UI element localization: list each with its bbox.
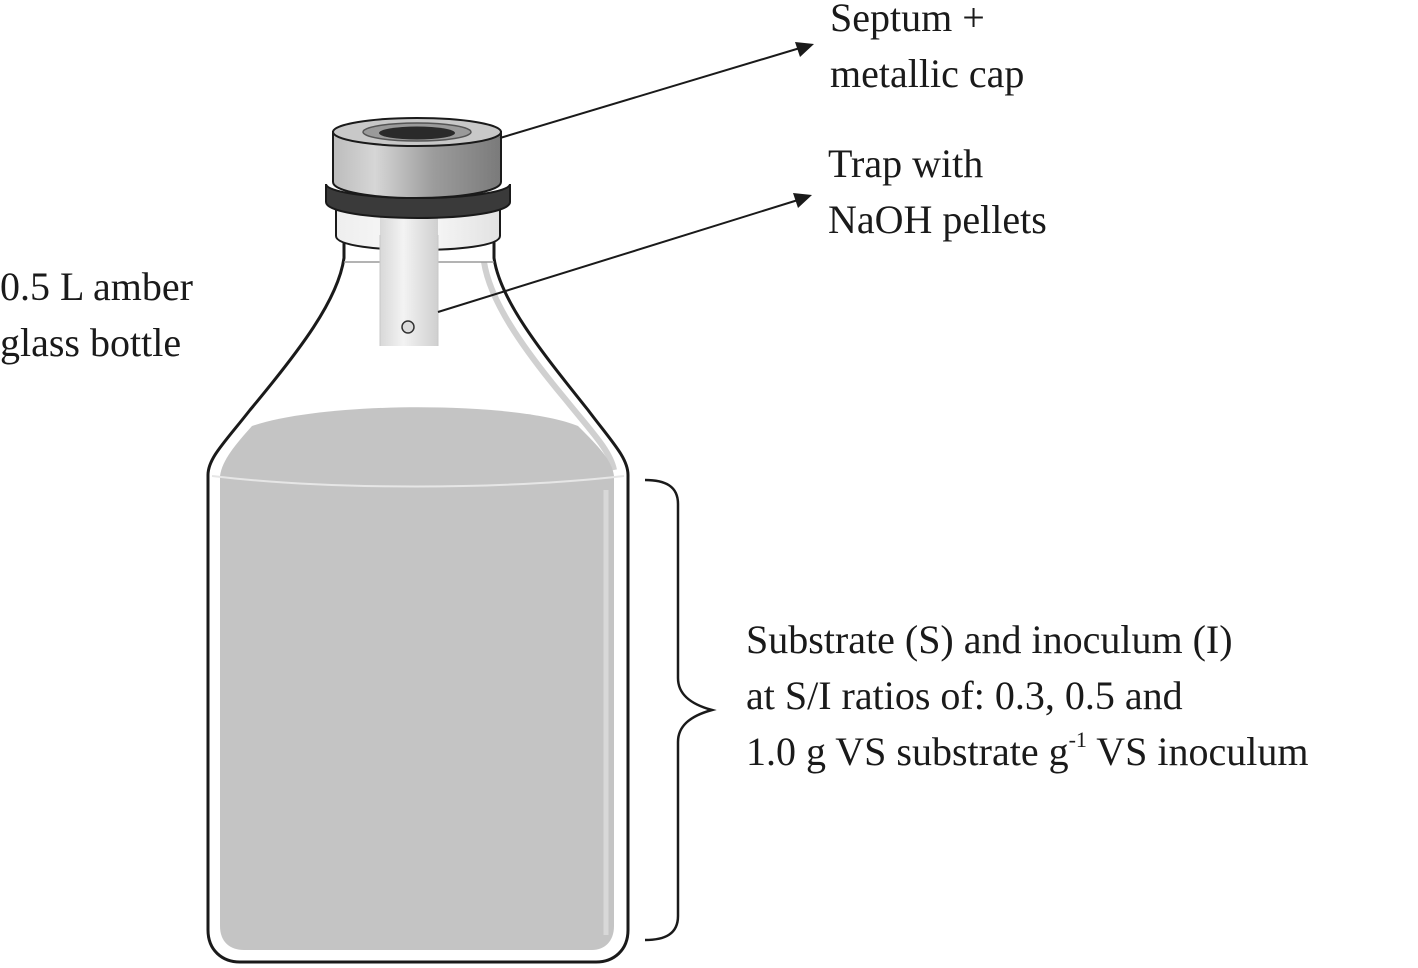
contents-brace: [644, 478, 717, 942]
cap-label: Septum + metallic cap: [830, 0, 1024, 102]
trap-label-line1: Trap with: [828, 141, 984, 186]
contents-line3-sup: -1: [1068, 727, 1087, 752]
contents-label: Substrate (S) and inoculum (I) at S/I ra…: [746, 612, 1308, 780]
contents-line3-post: VS inoculum: [1086, 729, 1309, 774]
bottle-label: 0.5 L amber glass bottle: [0, 259, 193, 371]
contents-line3-pre: 1.0 g VS substrate g: [746, 729, 1069, 774]
contents-label-line1: Substrate (S) and inoculum (I): [746, 617, 1233, 662]
contents-label-line3: 1.0 g VS substrate g-1 VS inoculum: [746, 724, 1308, 780]
trap-label-line2: NaOH pellets: [828, 197, 1047, 242]
trap-label: Trap with NaOH pellets: [828, 136, 1047, 248]
liquid: [220, 407, 614, 950]
contents-label-line2: at S/I ratios of: 0.3, 0.5 and: [746, 673, 1183, 718]
trap-arrow: [437, 193, 812, 313]
septum: [379, 126, 455, 140]
metallic-cap: [332, 131, 502, 200]
bottle-label-line1: 0.5 L amber: [0, 264, 193, 309]
cap-arrow: [499, 42, 814, 139]
trap-hole: [401, 320, 415, 334]
cap-label-line2: metallic cap: [830, 51, 1025, 96]
liquid-surface-line: [211, 475, 625, 488]
cap-label-line1: Septum +: [830, 0, 985, 40]
bottle-label-line2: glass bottle: [0, 320, 182, 365]
